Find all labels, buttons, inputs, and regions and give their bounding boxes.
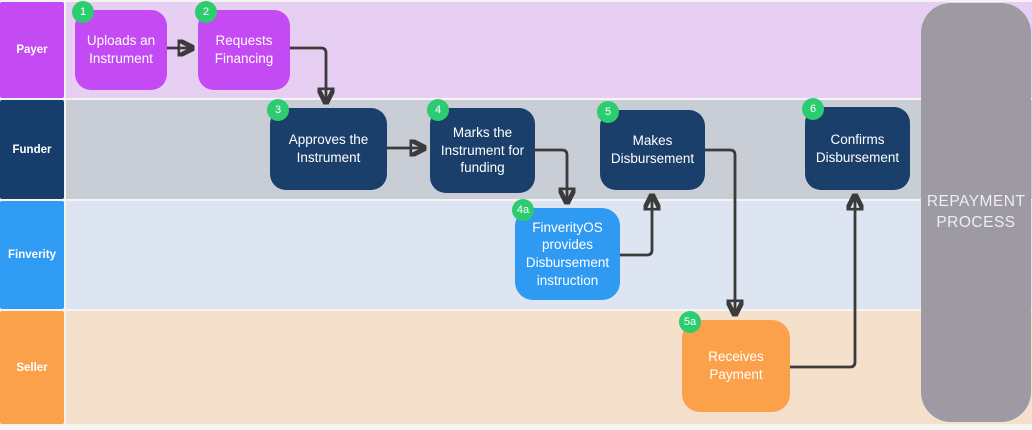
- step-badge-2: 2: [195, 1, 217, 23]
- lane-label-funder: Funder: [0, 100, 64, 199]
- lane-bg-seller: [66, 311, 1032, 424]
- step-label: FinverityOS provides Disbursement instru…: [525, 219, 610, 288]
- step-badge-4a: 4a: [512, 199, 534, 221]
- repayment-process-label: REPAYMENT PROCESS: [926, 192, 1026, 231]
- step-badge-5a: 5a: [679, 311, 701, 333]
- step-makes-disbursement: 5 Makes Disbursement: [597, 101, 705, 190]
- step-label: Confirms Disbursement: [815, 131, 900, 165]
- step-finverityos-disbursement-instruction: 4a FinverityOS provides Disbursement ins…: [512, 199, 620, 300]
- step-label: Makes Disbursement: [610, 133, 695, 166]
- step-requests-financing: 2 Requests Financing: [195, 1, 290, 90]
- repayment-process-block: REPAYMENT PROCESS: [921, 3, 1031, 422]
- lane-label-seller: Seller: [0, 311, 64, 424]
- step-approves-instrument: 3 Approves the Instrument: [267, 99, 387, 190]
- lane-label-payer: Payer: [0, 2, 64, 98]
- step-badge-4: 4: [427, 99, 449, 121]
- step-confirms-disbursement: 6 Confirms Disbursement: [802, 98, 910, 190]
- step-badge-3: 3: [267, 99, 289, 121]
- step-receives-payment: 5a Receives Payment: [679, 311, 790, 412]
- step-marks-instrument-for-funding: 4 Marks the Instrument for funding: [427, 99, 535, 193]
- step-badge-6: 6: [802, 98, 824, 120]
- step-label: Uploads an Instrument: [86, 33, 156, 66]
- step-uploads-instrument: 1 Uploads an Instrument: [72, 1, 167, 90]
- step-label: Marks the Instrument for funding: [440, 125, 525, 176]
- step-label: Approves the Instrument: [288, 132, 369, 165]
- step-badge-1: 1: [72, 1, 94, 23]
- step-label: Requests Financing: [214, 33, 274, 66]
- step-badge-5: 5: [597, 101, 619, 123]
- step-label: Receives Payment: [708, 349, 764, 382]
- lane-label-finverity: Finverity: [0, 201, 64, 309]
